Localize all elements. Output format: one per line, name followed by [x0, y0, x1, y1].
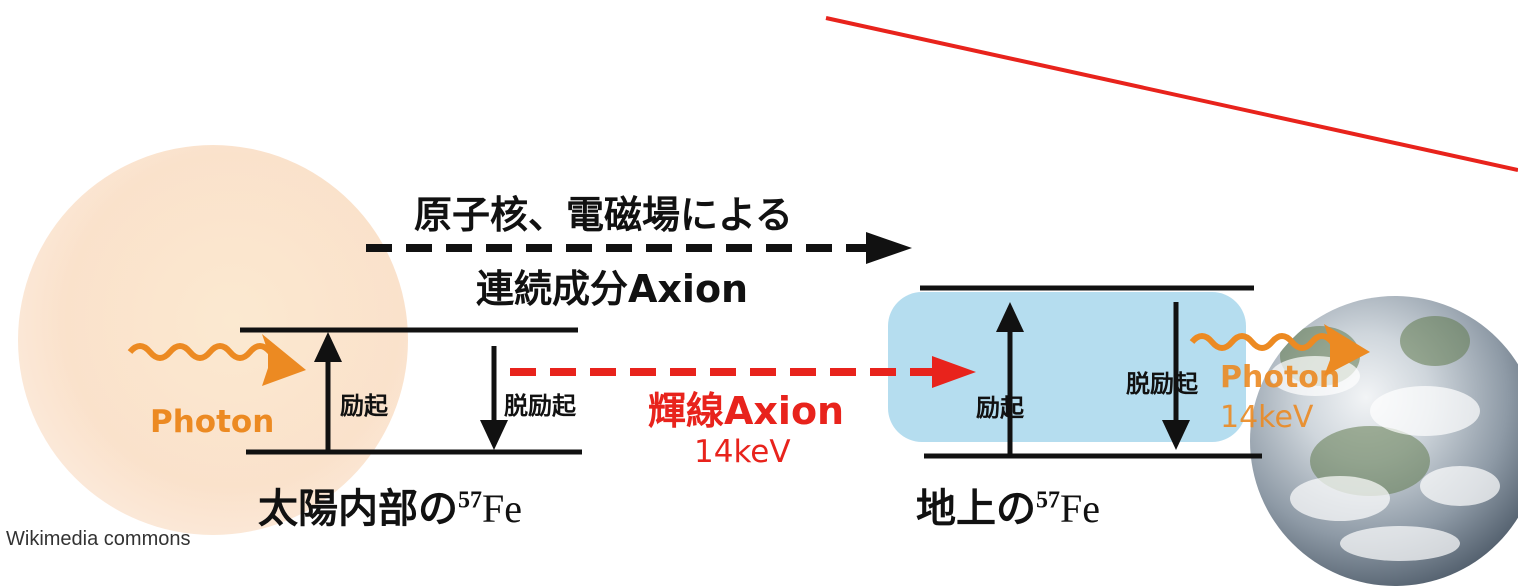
line-axion-energy: 14keV: [694, 434, 791, 470]
earth-excite-label: 励起: [976, 394, 1024, 422]
continuous-label-line1: 原子核、電磁場による: [414, 193, 793, 237]
earth-photon-label: Photon: [1220, 360, 1341, 395]
earth-fe-title: 地上の57Fe: [916, 486, 1100, 532]
sun-photon-label: Photon: [150, 404, 275, 440]
continuous-label-line2: 連続成分Axion: [476, 267, 749, 311]
sun-excite-arrow: [314, 332, 342, 362]
earth-photon-wave: [1189, 333, 1355, 351]
earth-deexcite-arrow: [1162, 420, 1190, 450]
earth-deexcite-label: 脱励起: [1126, 370, 1198, 398]
sun-fe-title: 太陽内部の57Fe: [258, 486, 522, 532]
image-credit: Wikimedia commons: [6, 528, 191, 550]
sun-photon-wave: [127, 343, 273, 361]
sun-excite-label: 励起: [340, 392, 388, 420]
sun-deexcite-label: 脱励起: [504, 392, 576, 420]
line-axion-label: 輝線Axion: [648, 389, 845, 433]
sun-image: [18, 145, 408, 535]
earth-photon-energy: 14keV: [1220, 400, 1314, 435]
red-diagonal-line: [825, 16, 1518, 172]
diagram-graphics: [127, 16, 1518, 459]
sun-deexcite-arrow: [480, 420, 508, 450]
earth-excite-arrow: [996, 302, 1024, 332]
